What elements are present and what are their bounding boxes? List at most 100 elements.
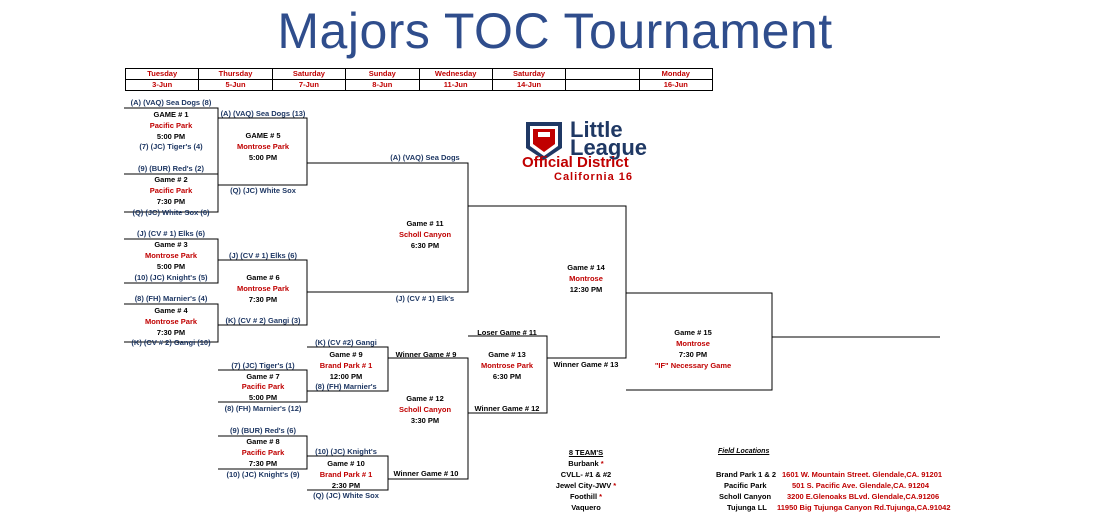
g13-team-top: Loser Game # 11 [477, 328, 537, 337]
g12-time: 3:30 PM [410, 416, 440, 425]
g2-team-top: (9) (BUR) Red's (2) [138, 164, 204, 173]
g11-location: Scholl Canyon [398, 230, 452, 239]
g11-game: Game # 11 [406, 219, 444, 228]
g8-time: 7:30 PM [248, 459, 278, 468]
g2-location: Pacific Park [149, 186, 193, 195]
g6-team-top: (J) (CV # 1) Elks (6) [229, 251, 297, 260]
g12-game: Game # 12 [406, 394, 444, 403]
g10-game: Game # 10 [327, 459, 365, 468]
g7-team-top: (7) (JC) Tiger's (1) [231, 361, 295, 370]
g12-location: Scholl Canyon [398, 405, 452, 414]
g13-team-bottom: Winner Game # 12 [474, 404, 540, 413]
g2-time: 7:30 PM [156, 197, 186, 206]
g14-location: Montrose [569, 274, 603, 283]
g11-team-top: (A) (VAQ) Sea Dogs [390, 153, 460, 162]
g3-team-bottom: (10) (JC) Knight's (5) [134, 273, 208, 282]
g4-time: 7:30 PM [156, 328, 186, 337]
g5-time: 5:00 PM [248, 153, 278, 162]
g1-game: GAME # 1 [153, 110, 189, 119]
g3-game: Game # 3 [154, 240, 188, 249]
field-name: Pacific Park [724, 481, 767, 490]
g10-location: Brand Park # 1 [319, 470, 373, 479]
team-item: CVLL- #1 & #2 [561, 470, 611, 480]
g8-team-top: (9) (BUR) Red's (6) [230, 426, 296, 435]
field-address: 11950 Big Tujunga Canyon Rd.Tujunga,CA.9… [777, 503, 951, 512]
little-league-logo: Little League Official District Californ… [522, 118, 702, 188]
g7-game: Game # 7 [246, 372, 280, 381]
g3-team-top: (J) (CV # 1) Elks (6) [137, 229, 205, 238]
field-name: Scholl Canyon [719, 492, 772, 501]
g12-team-bottom: Winner Game # 10 [393, 469, 459, 478]
g9-time: 12:00 PM [329, 372, 363, 381]
team-name: Jewel City-JWV [555, 481, 612, 490]
g14-time: 12:30 PM [569, 285, 603, 294]
g15-note: "IF" Necessary Game [654, 361, 732, 370]
g8-team-bottom: (10) (JC) Knight's (9) [226, 470, 300, 479]
g5-location: Montrose Park [236, 142, 290, 151]
g6-time: 7:30 PM [248, 295, 278, 304]
g4-team-bottom: (K) (CV # 2) Gangi (10) [131, 338, 211, 347]
g3-location: Montrose Park [144, 251, 198, 260]
team-name: Foothill [569, 492, 598, 501]
logo-california: California 16 [554, 171, 634, 183]
g6-team-bottom: (K) (CV # 2) Gangi (3) [225, 316, 301, 325]
g5-team-top: (A) (VAQ) Sea Dogs (13) [220, 109, 306, 118]
g11-time: 6:30 PM [410, 241, 440, 250]
g3-time: 5:00 PM [156, 262, 186, 271]
g4-game: Game # 4 [154, 306, 188, 315]
team-mark: * [613, 481, 617, 490]
team-item: Vaquero [571, 503, 601, 513]
team-name: CVLL- #1 & #2 [560, 470, 612, 479]
g6-location: Montrose Park [236, 284, 290, 293]
g8-game: Game # 8 [246, 437, 280, 446]
g9-team-bottom: (8) (FH) Marnier's [315, 382, 377, 391]
g11-team-bottom: (J) (CV # 1) Elk's [395, 294, 455, 303]
g9-location: Brand Park # 1 [319, 361, 373, 370]
g13-location: Montrose Park [480, 361, 534, 370]
team-mark: * [600, 459, 604, 468]
g4-team-top: (8) (FH) Marnier's (4) [134, 294, 208, 303]
team-item: Burbank * [568, 459, 603, 469]
date-cell: 16-Jun [638, 79, 714, 91]
g10-team-top: (10) (JC) Knight's [315, 447, 377, 456]
g5-game: GAME # 5 [245, 131, 281, 140]
field-address: 3200 E.Glenoaks BLvd. Glendale,CA.91206 [787, 492, 940, 501]
team-mark: * [599, 492, 603, 501]
team-item: Jewel City-JWV * [556, 481, 616, 491]
date-row: 3-Jun 5-Jun 7-Jun 8-Jun 11-Jun 14-Jun 16… [124, 79, 714, 91]
team-name: Vaquero [571, 503, 601, 512]
team-item: Foothill * [570, 492, 602, 502]
page-title: Majors TOC Tournament [277, 3, 833, 59]
g10-team-bottom: (Q) (JC) White Sox [313, 491, 379, 500]
field-name: Brand Park 1 & 2 [716, 470, 777, 479]
g6-game: Game # 6 [246, 273, 280, 282]
field-address: 1601 W. Mountain Street. Glendale,CA. 91… [782, 470, 943, 479]
g13-time: 6:30 PM [492, 372, 522, 381]
g1-team-top: (A) (VAQ) Sea Dogs (8) [130, 98, 212, 107]
g9-game: Game # 9 [329, 350, 363, 359]
g7-location: Pacific Park [241, 382, 285, 391]
g15-game: Game # 15 [674, 328, 712, 337]
g7-time: 5:00 PM [248, 393, 278, 402]
g15-location: Montrose [676, 339, 710, 348]
field-address: 501 S. Pacific Ave. Glendale,CA. 91204 [792, 481, 930, 490]
team-name: Burbank [568, 459, 599, 468]
g13-game: Game # 13 [488, 350, 526, 359]
field-locations-title: Field Locations [718, 448, 770, 455]
g1-location: Pacific Park [149, 121, 193, 130]
g8-location: Pacific Park [241, 448, 285, 457]
logo-official-district: Official District [522, 154, 629, 171]
g15-time: 7:30 PM [678, 350, 708, 359]
g5-team-bottom: (Q) (JC) White Sox [230, 186, 296, 195]
schedule-dates-table: Tuesday Thursday Saturday Sunday Wednesd… [124, 68, 714, 91]
g1-team-bottom: (7) (JC) Tiger's (4) [139, 142, 203, 151]
g1-time: 5:00 PM [156, 132, 186, 141]
g7-team-bottom: (8) (FH) Marnier's (12) [224, 404, 302, 413]
g14-team-bottom: Winner Game # 13 [553, 360, 619, 369]
g2-game: Game # 2 [154, 175, 188, 184]
field-name: Tujunga LL [727, 503, 767, 512]
little-league-keystone-icon [526, 122, 562, 160]
g10-time: 2:30 PM [331, 481, 361, 490]
g12-team-top: Winner Game # 9 [395, 350, 457, 359]
